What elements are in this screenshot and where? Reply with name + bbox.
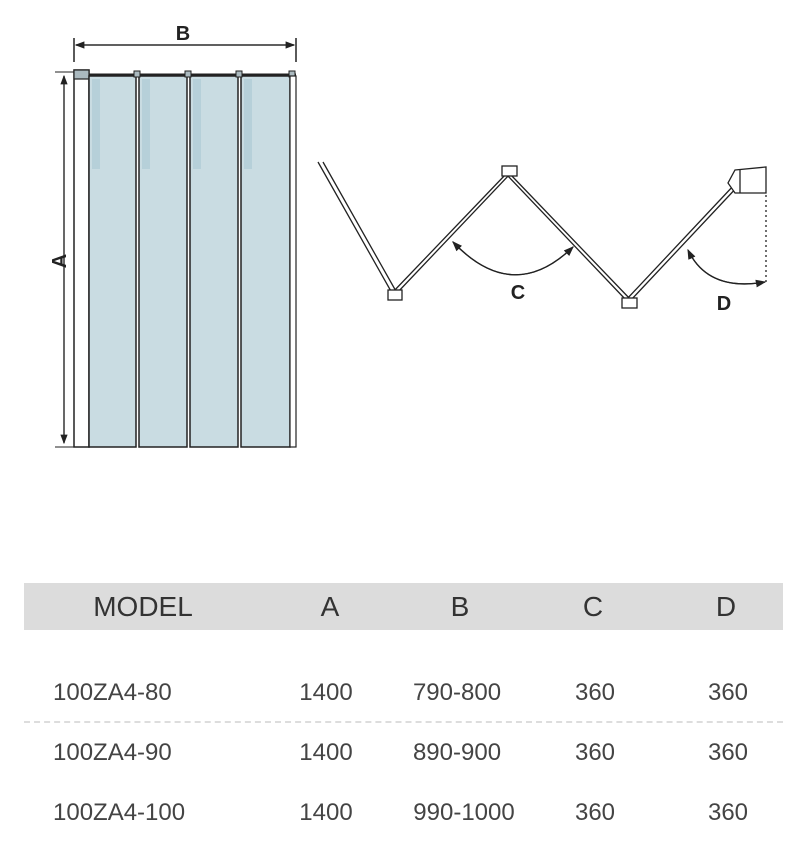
header-b: B [450,591,470,622]
cell-c: 360 [574,799,616,826]
cell-b: 890-900 [412,739,502,766]
table-header [24,583,783,630]
angle-d-label: D [717,293,731,315]
angle-c-label: C [511,282,525,304]
cell-model: 100ZA4-90 [53,739,172,766]
header-model: MODEL [93,591,193,622]
glass-panels [88,70,297,448]
dimension-b-label: B [176,23,190,45]
top-view-folding [317,161,767,309]
cell-model: 100ZA4-100 [53,799,186,826]
cell-d: 360 [707,739,749,766]
cell-b: 790-800 [412,679,502,706]
header-c: C [582,591,604,622]
wall-profile [73,69,90,448]
front-view: B A [49,23,297,448]
cell-d: 360 [707,679,749,706]
header-d: D [715,591,737,622]
cell-b: 990-1000 [413,799,515,826]
cell-d: 360 [707,799,749,826]
cell-model: 100ZA4-80 [53,679,172,706]
cell-c: 360 [574,679,616,706]
cell-c: 360 [574,739,616,766]
header-a: A [320,591,340,622]
row-divider [24,721,783,723]
cell-a: 1400 [299,739,353,766]
cell-a: 1400 [299,679,353,706]
shower-screen-diagram: B A [49,23,767,448]
dimension-a-label: A [49,254,71,268]
cell-a: 1400 [299,799,353,826]
